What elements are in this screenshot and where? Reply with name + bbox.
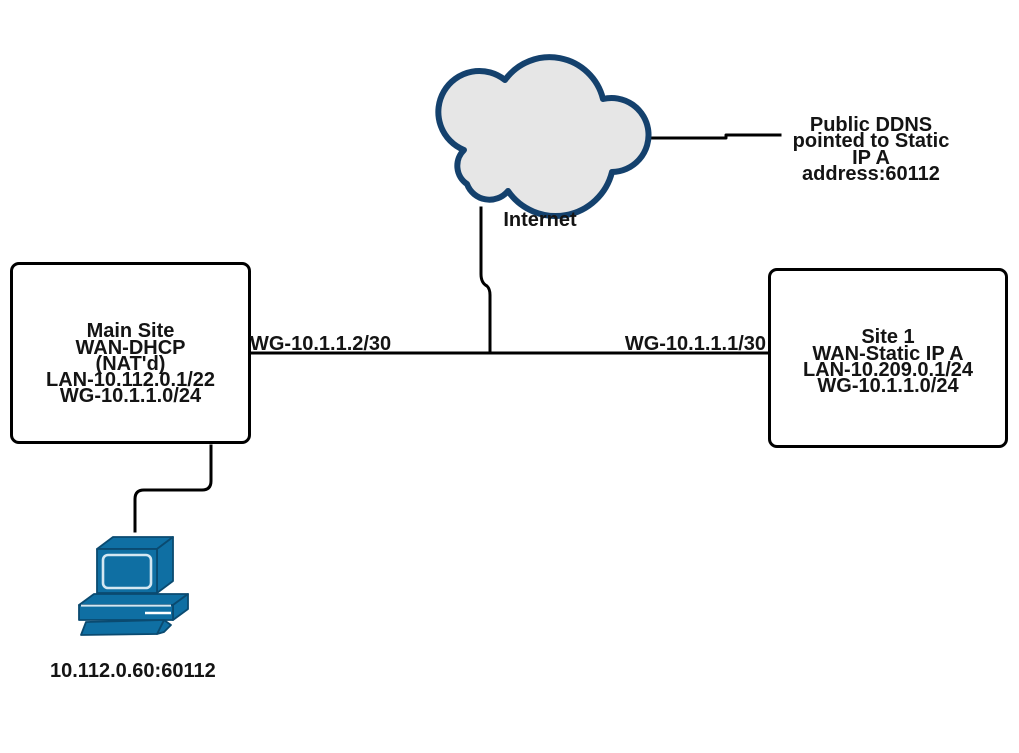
ddns-note: Public DDNS pointed to Static IP A addre… (771, 114, 971, 185)
wan-ip-label-main-site: WG-10.1.1.2/30 (250, 333, 392, 355)
case-top-face (78, 593, 189, 606)
cloud-to-ddns-line (642, 133, 782, 140)
site1-line: LAN-10.209.0.1/24 (802, 359, 974, 381)
main-site-node: Main Site WAN-DHCP (NAT'd) LAN-10.112.0.… (10, 262, 251, 444)
site1-line: WAN-Static IP A (812, 342, 964, 365)
main-site-line: Main Site (86, 320, 175, 343)
wan-ip-label-site1: WG-10.1.1.1/30 (624, 333, 766, 355)
main-site-line: (NAT'd) (95, 352, 166, 375)
monitor-screen (101, 553, 153, 590)
internet-label: Internet (503, 209, 577, 231)
site1-line: Site 1 (861, 326, 915, 349)
site1-node: Site 1 WAN-Static IP A LAN-10.209.0.1/24… (768, 268, 1008, 448)
ddns-note-line: Public DDNS (809, 114, 933, 136)
main-site-line: WAN-DHCP (75, 336, 186, 359)
main-site-line: LAN-10.112.0.1/22 (46, 369, 215, 392)
internet-cloud-icon (435, 54, 652, 220)
host-address-label: 10.112.0.60:60112 (50, 660, 216, 682)
desktop-computer-icon (78, 536, 189, 636)
box-to-computer-line (133, 444, 213, 533)
ddns-note-line: pointed to Static (792, 130, 950, 153)
ddns-note-line: address:60112 (802, 162, 940, 185)
main-site-line: WG-10.1.1.0/24 (59, 385, 202, 408)
ddns-note-line: IP A (852, 146, 890, 169)
site1-line: WG-10.1.1.0/24 (817, 375, 959, 398)
keyboard (80, 619, 165, 636)
cloud-to-wan-line (479, 206, 492, 354)
